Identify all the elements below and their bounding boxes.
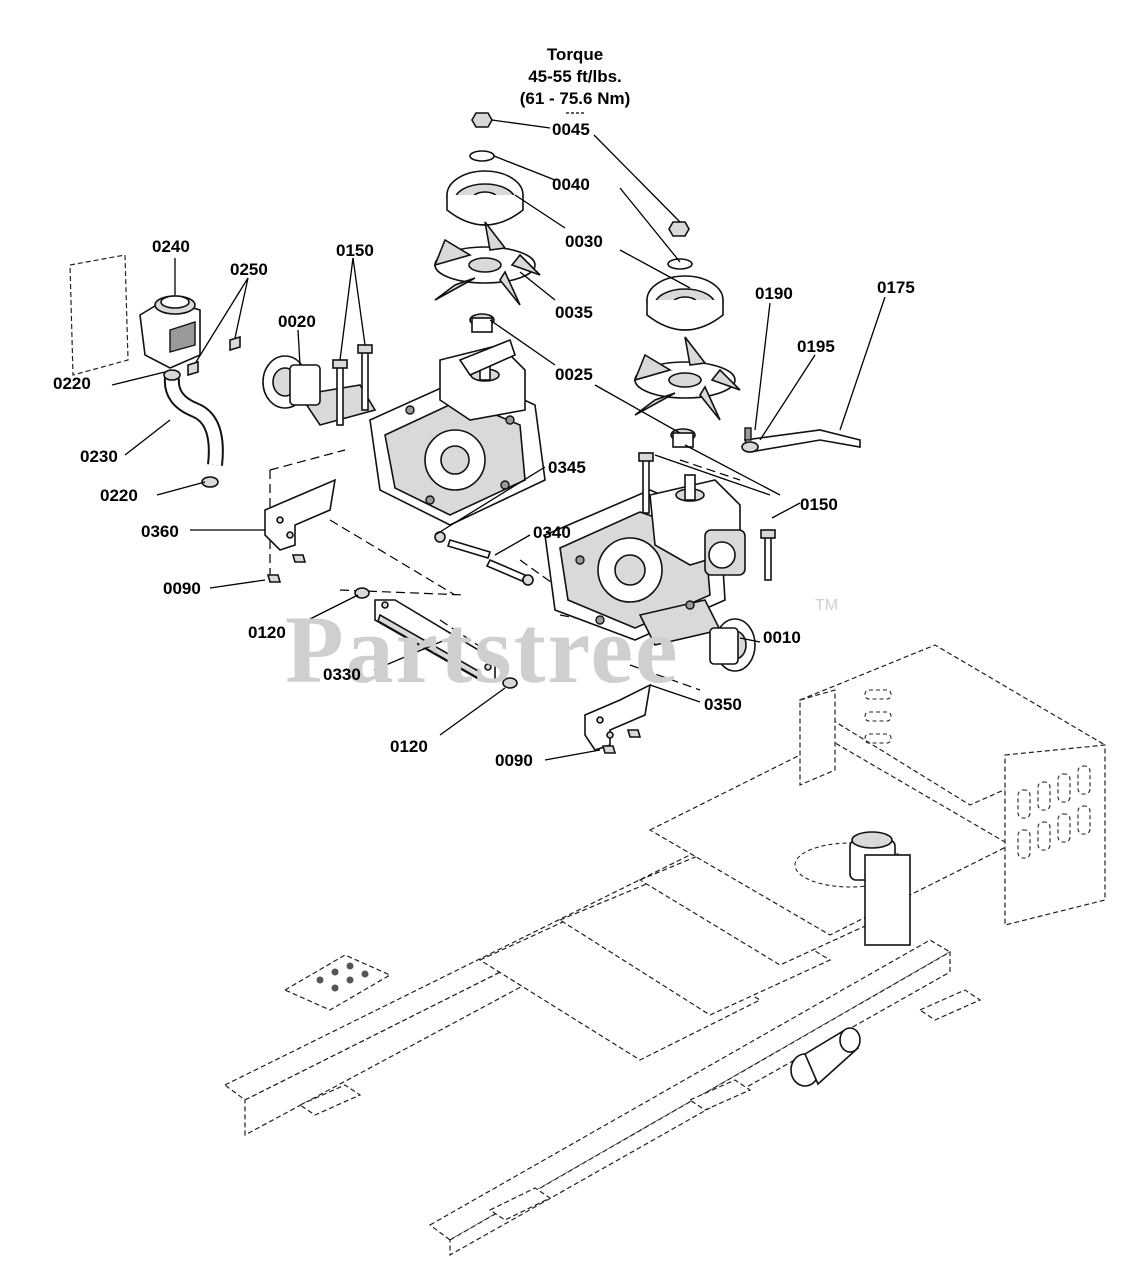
- label-0240: 0240: [152, 237, 190, 256]
- reservoir: [139, 295, 201, 369]
- reservoir-bracket: [69, 254, 129, 376]
- label-0010: 0010: [763, 628, 801, 647]
- label-0150-right: 0150: [800, 495, 838, 514]
- label-0030: 0030: [565, 232, 603, 251]
- mower-frame: [223, 644, 1107, 1257]
- frame-reservoir: [849, 831, 911, 946]
- control-arm: [741, 427, 861, 453]
- label-0175: 0175: [877, 278, 915, 297]
- label-0340: 0340: [533, 523, 571, 542]
- label-0190: 0190: [755, 284, 793, 303]
- reservoir-hose: [163, 369, 224, 488]
- nuts-washers: [469, 112, 693, 270]
- leader-lines: [111, 119, 886, 761]
- watermark-trademark: TM: [815, 597, 838, 614]
- label-0045: 0045: [552, 120, 590, 139]
- left-pulley: [446, 170, 524, 226]
- screws-0250: [187, 335, 241, 377]
- assembly-lines: [269, 449, 741, 691]
- label-0330: 0330: [323, 665, 361, 684]
- bracket-0360: [264, 478, 337, 583]
- right-transaxle: [544, 474, 756, 672]
- watermark-text: Partstree: [285, 596, 680, 703]
- label-0120-left: 0120: [248, 623, 286, 642]
- label-0350: 0350: [704, 695, 742, 714]
- left-fan: [433, 221, 541, 306]
- frame-slots: [864, 689, 1091, 859]
- right-fan: [633, 336, 741, 421]
- torque-note: Torque 45-55 ft/lbs. (61 - 75.6 Nm): [520, 45, 631, 114]
- label-0020: 0020: [278, 312, 316, 331]
- label-0345: 0345: [548, 458, 586, 477]
- left-hub: [469, 313, 495, 333]
- label-0220-upper: 0220: [53, 374, 91, 393]
- label-0025: 0025: [555, 365, 593, 384]
- torque-metric: (61 - 75.6 Nm): [520, 89, 631, 108]
- label-0120-bottom: 0120: [390, 737, 428, 756]
- label-0150-top: 0150: [336, 241, 374, 260]
- left-transaxle: [262, 338, 546, 526]
- label-0220-lower: 0220: [100, 486, 138, 505]
- footrest-holes: [316, 962, 369, 992]
- label-0360: 0360: [141, 522, 179, 541]
- watermark: Partstree TM: [285, 596, 838, 703]
- torque-imperial: 45-55 ft/lbs.: [528, 67, 622, 86]
- right-pulley: [646, 275, 724, 331]
- label-0195: 0195: [797, 337, 835, 356]
- label-0090-bottom: 0090: [495, 751, 533, 770]
- label-0250: 0250: [230, 260, 268, 279]
- label-0230: 0230: [80, 447, 118, 466]
- part-labels: 0045 0040 0030 0035 0025 0240 0250 0150 …: [53, 120, 915, 770]
- label-0040: 0040: [552, 175, 590, 194]
- bracket-0350: [584, 683, 652, 754]
- frame-axle-stub: [790, 1027, 861, 1087]
- torque-title: Torque: [547, 45, 603, 64]
- right-hub: [670, 428, 696, 448]
- label-0035: 0035: [555, 303, 593, 322]
- label-0090-left: 0090: [163, 579, 201, 598]
